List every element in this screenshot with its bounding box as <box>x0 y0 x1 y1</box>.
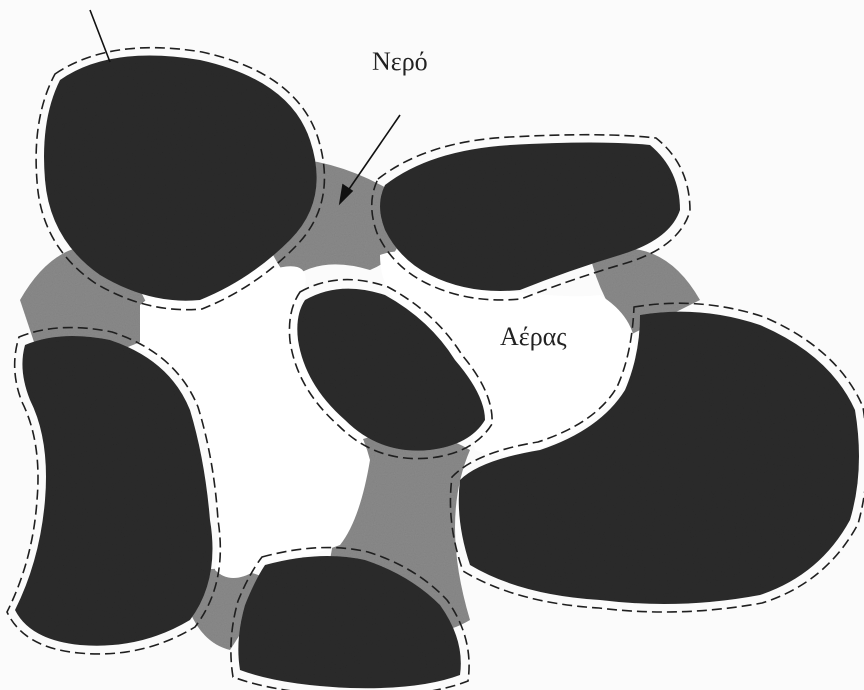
water-label: Νερό <box>372 47 428 76</box>
soil-particle <box>15 336 213 646</box>
air-label: Αέρας <box>500 322 567 351</box>
